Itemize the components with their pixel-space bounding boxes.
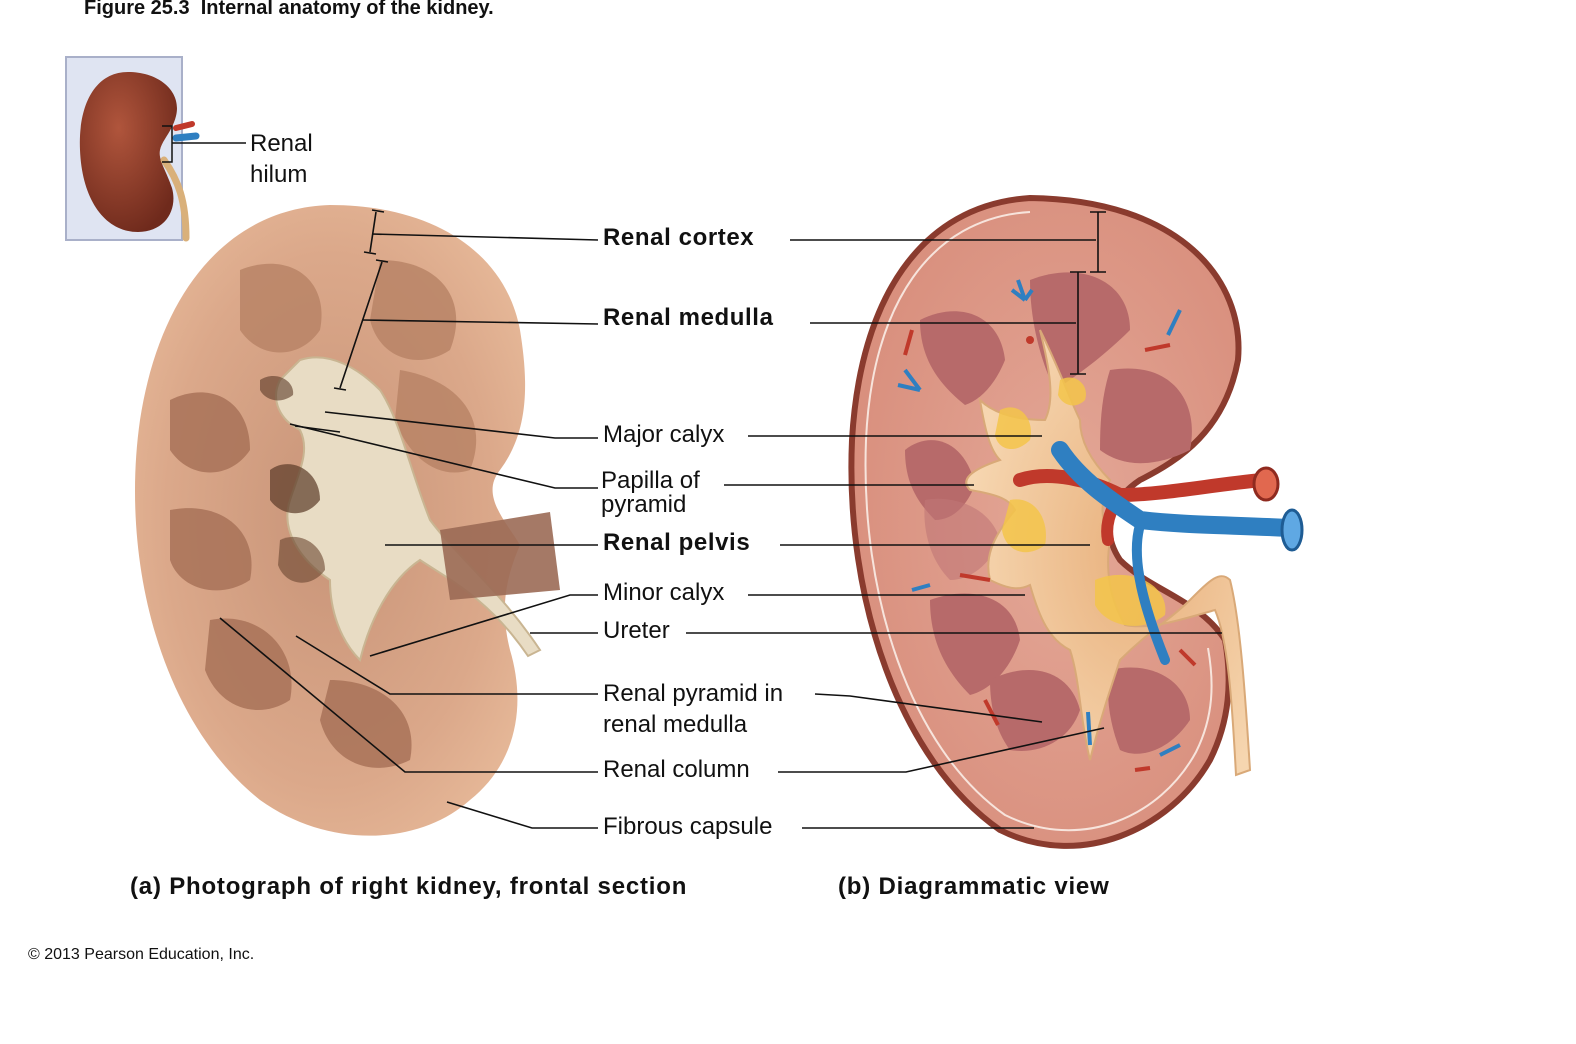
diagram-interlobar-vessel [897, 368, 922, 392]
inset-vein [172, 132, 200, 142]
diagram-renal-pyramid [1108, 667, 1190, 754]
leader-renal-pyramid-left [295, 635, 598, 695]
inset-artery [173, 121, 195, 131]
inset-kidney-illustration [65, 56, 246, 242]
photo-cavity [278, 536, 325, 583]
leader-renal-column-right [778, 727, 1105, 773]
photo-pyramid [240, 263, 322, 353]
diagram-vein-branch [1131, 520, 1170, 665]
inset-kidney-shape [79, 72, 177, 232]
kidney-diagram [848, 194, 1304, 849]
leader-medulla-photo-bracket [333, 259, 389, 391]
photo-pyramid [205, 618, 292, 710]
leader-major-calyx-left [324, 411, 598, 439]
diagram-interlobar-vessel [1166, 309, 1182, 336]
leader-renal-cortex-left [371, 233, 599, 241]
diagram-fat [1058, 377, 1086, 406]
diagram-artery-lumen [1252, 466, 1280, 502]
diagram-renal-pyramid [920, 311, 1005, 405]
label-renal-pyramid-line2: renal medulla [603, 711, 748, 738]
diagram-interlobar-vessel [911, 583, 931, 592]
figure-title: Figure 25.3 Internal anatomy of the kidn… [84, 0, 494, 19]
caption-a-text: Photograph of right kidney, frontal sect… [169, 873, 688, 900]
diagram-vein-lumen [1280, 508, 1304, 552]
label-renal-hilum-line1: Renal [250, 130, 313, 157]
label-fibrous-capsule: Fibrous capsule [603, 813, 773, 840]
leader-renal-medulla-left [361, 319, 599, 325]
inset-ureter [160, 156, 190, 242]
diagram-fat [995, 407, 1031, 450]
label-renal-medulla: Renal medulla [603, 304, 774, 331]
label-renal-hilum-line2: hilum [250, 161, 308, 188]
label-renal-cortex: Renal cortex [603, 224, 755, 251]
diagram-renal-pelvis [965, 329, 1252, 777]
label-renal-column: Renal column [603, 756, 750, 783]
copyright-notice: © 2013 Pearson Education, Inc. [28, 946, 255, 963]
diagram-vessel-dot [1026, 336, 1034, 344]
label-minor-calyx: Minor calyx [603, 579, 725, 606]
diagram-interlobar-vessel [1134, 766, 1151, 772]
label-renal-pelvis: Renal pelvis [603, 529, 751, 556]
caption-b-text: Diagrammatic view [878, 873, 1110, 900]
kidney-photograph [135, 205, 560, 836]
diagram-interlobar-vessel [903, 329, 914, 356]
photo-pyramid [370, 260, 457, 360]
leader-papilla-left [289, 423, 598, 489]
caption-a-prefix: (a) [130, 873, 162, 900]
label-papilla-line1: Papilla of [601, 467, 700, 494]
diagram-renal-pyramid [1100, 368, 1192, 464]
caption-a: (a) Photograph of right kidney, frontal … [130, 873, 687, 901]
photo-pyramid [170, 392, 250, 473]
diagram-fat [1002, 499, 1046, 553]
photo-cavity [260, 375, 294, 401]
label-renal-pyramid: Renal pyramid in renal medulla [603, 678, 783, 740]
inset-hilum-bracket [162, 125, 173, 163]
diagram-interlobar-vessel [959, 573, 991, 582]
label-papilla-line2: pyramid [601, 491, 687, 518]
diagram-renal-pyramid [905, 440, 975, 520]
leader-fibrous-capsule-left [446, 801, 598, 829]
diagram-interlobar-vessel [1086, 711, 1092, 746]
diagram-interlobar-vessel [1159, 743, 1181, 757]
label-renal-hilum: Renal hilum [250, 128, 313, 190]
photo-pyramid [170, 508, 252, 591]
leader-medulla-diagram-bracket [1070, 271, 1086, 375]
diagram-interlobar-vessel [1178, 648, 1197, 667]
label-major-calyx: Major calyx [603, 421, 725, 448]
diagram-renal-pyramid [930, 593, 1020, 695]
diagram-interlobar-vessel [1010, 279, 1034, 302]
leader-minor-calyx-left [369, 594, 598, 657]
photo-pyramid [320, 680, 412, 768]
diagram-renal-pyramid [924, 498, 1000, 580]
diagram-interlobar-vessel [983, 699, 1000, 726]
label-ureter: Ureter [603, 617, 670, 644]
leader-renal-column-left [219, 617, 598, 773]
leader-cortex-diagram-bracket [1090, 211, 1106, 273]
photo-pyramid [395, 370, 477, 473]
diagram-renal-pyramid [990, 670, 1080, 751]
photo-cavity [270, 464, 320, 514]
leader-lines [219, 209, 1222, 829]
diagram-interlobar-vessel [1144, 343, 1171, 352]
leader-renal-pyramid-right [814, 693, 1043, 723]
photo-ureter-vessels [440, 512, 560, 600]
label-papilla-of-pyramid: Papilla of pyramid [601, 469, 700, 517]
leader-cortex-photo-bracket [363, 209, 385, 255]
caption-b-prefix: (b) [838, 873, 872, 900]
label-renal-pyramid-line1: Renal pyramid in [603, 680, 784, 707]
diagram-capsule-inner [864, 211, 1213, 832]
caption-b: (b) Diagrammatic view [838, 873, 1110, 901]
leader-papilla-left-2 [294, 425, 341, 433]
